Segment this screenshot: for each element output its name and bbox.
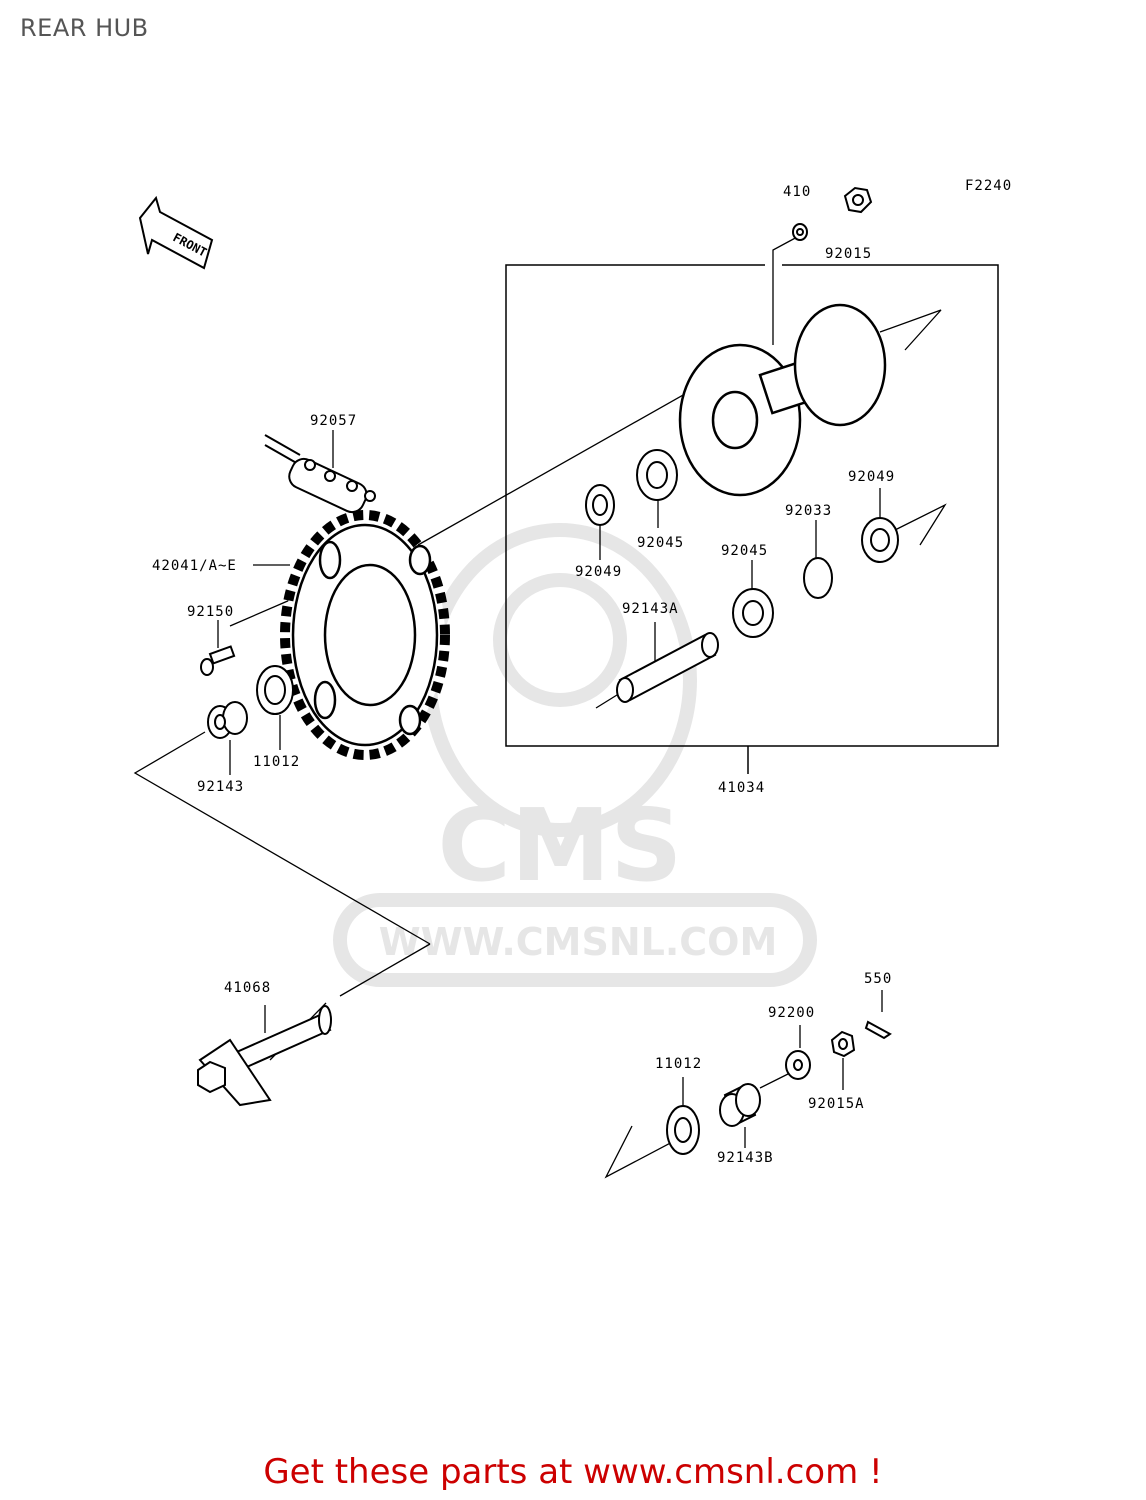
front-arrow-icon: FRONT <box>138 195 214 270</box>
part-label[interactable]: 11012 <box>253 754 300 770</box>
washer-410-icon <box>792 223 808 241</box>
seal-92049-right-icon <box>861 517 899 563</box>
bolt-92150-icon <box>200 645 236 676</box>
part-label[interactable]: 92015A <box>808 1096 865 1112</box>
bearing-92045-top-icon <box>636 449 678 501</box>
seal-92049-left-icon <box>585 484 615 526</box>
collar-92143-icon <box>207 701 248 739</box>
hub-41034-icon <box>678 303 887 497</box>
part-label[interactable]: 92045 <box>721 543 768 559</box>
part-label[interactable]: 92049 <box>848 469 895 485</box>
chain-92057-icon <box>264 434 376 514</box>
collar-92143B-icon <box>719 1083 761 1127</box>
nut-92015-icon <box>843 186 873 214</box>
figure-code: F2240 <box>965 178 1012 194</box>
sprocket-42041-icon <box>280 510 450 760</box>
page-title: REAR HUB <box>20 14 149 42</box>
axle-41068-icon <box>197 1005 332 1107</box>
watermark-brand: CMS <box>438 787 683 904</box>
part-label[interactable]: 92143B <box>717 1150 774 1166</box>
spacer-92143A-icon <box>616 632 719 703</box>
seal-11012-icon <box>256 665 294 715</box>
circlip-92033-icon <box>803 557 833 599</box>
bearing-92045-bottom-icon <box>732 588 774 638</box>
hub-assembly-bracket <box>505 264 999 774</box>
part-labels: 410 92015 92057 42041/A~E 92150 92049 92… <box>152 184 895 1166</box>
part-label[interactable]: 41068 <box>224 980 271 996</box>
part-label[interactable]: 42041/A~E <box>152 558 237 574</box>
part-label[interactable]: 92057 <box>310 413 357 429</box>
part-label[interactable]: 92033 <box>785 503 832 519</box>
part-label[interactable]: 92045 <box>637 535 684 551</box>
cotter-pin-550-icon <box>864 1020 892 1040</box>
watermark-url: WWW.CMSNL.COM <box>379 920 778 964</box>
footer-cta-link[interactable]: Get these parts at www.cmsnl.com ! <box>263 1452 883 1492</box>
part-label[interactable]: 550 <box>864 971 892 987</box>
part-label[interactable]: 92150 <box>187 604 234 620</box>
part-label[interactable]: 92143 <box>197 779 244 795</box>
part-label[interactable]: 92015 <box>825 246 872 262</box>
part-label[interactable]: 11012 <box>655 1056 702 1072</box>
part-label[interactable]: 41034 <box>718 780 765 796</box>
washer-92200-icon <box>785 1050 811 1080</box>
part-label[interactable]: 92143A <box>622 601 679 617</box>
part-label[interactable]: 92200 <box>768 1005 815 1021</box>
nut-92015A-icon <box>830 1030 856 1058</box>
part-label[interactable]: 410 <box>783 184 811 200</box>
part-label[interactable]: 92049 <box>575 564 622 580</box>
seal-11012-lower-icon <box>666 1105 700 1155</box>
